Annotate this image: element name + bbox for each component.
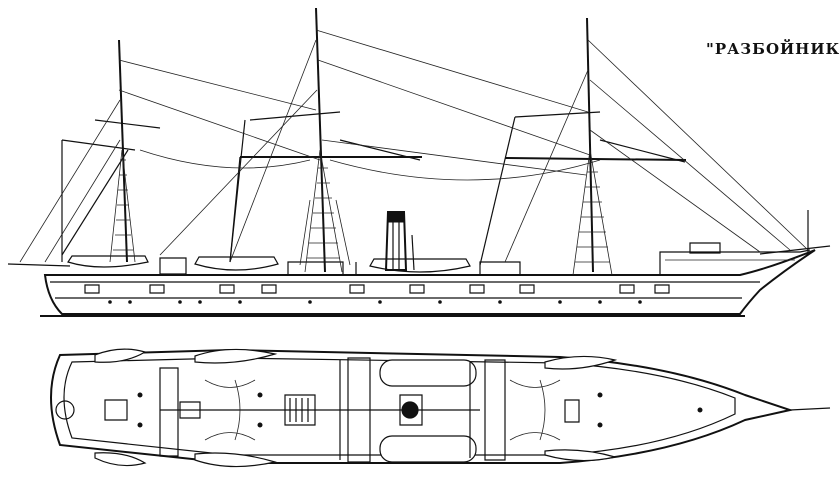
- portholes: [85, 285, 669, 293]
- side-elevation: [8, 8, 830, 316]
- bowsprit-plan: [790, 408, 830, 410]
- bowsprit: [760, 246, 830, 254]
- deck-outline: [51, 350, 790, 463]
- boat-plan-4: [195, 453, 275, 467]
- stern-spar: [8, 264, 70, 266]
- deck-bollards: [138, 393, 702, 427]
- forecastle: [660, 250, 810, 275]
- ship-name-label: "РАЗБОЙНИК": [706, 40, 840, 58]
- boat-plan-5: [380, 360, 476, 386]
- boat-plan-2: [95, 453, 145, 466]
- fore-mast: [480, 18, 686, 275]
- ventilator-arcs: [205, 380, 560, 440]
- mizzen-mast: [62, 40, 160, 262]
- ventilator: [412, 235, 414, 270]
- boat-mid: [195, 257, 278, 270]
- deck-fittings: [56, 358, 579, 462]
- boat-plan-6: [380, 436, 476, 462]
- hull-side: [45, 250, 815, 314]
- deck-plan: [51, 349, 830, 466]
- rivet-dots: [109, 301, 642, 304]
- main-mast: [230, 8, 422, 272]
- boat-plan-1: [95, 349, 145, 362]
- boat-aft: [68, 256, 148, 267]
- rigging: [20, 30, 808, 262]
- boat-plan-3: [195, 349, 275, 363]
